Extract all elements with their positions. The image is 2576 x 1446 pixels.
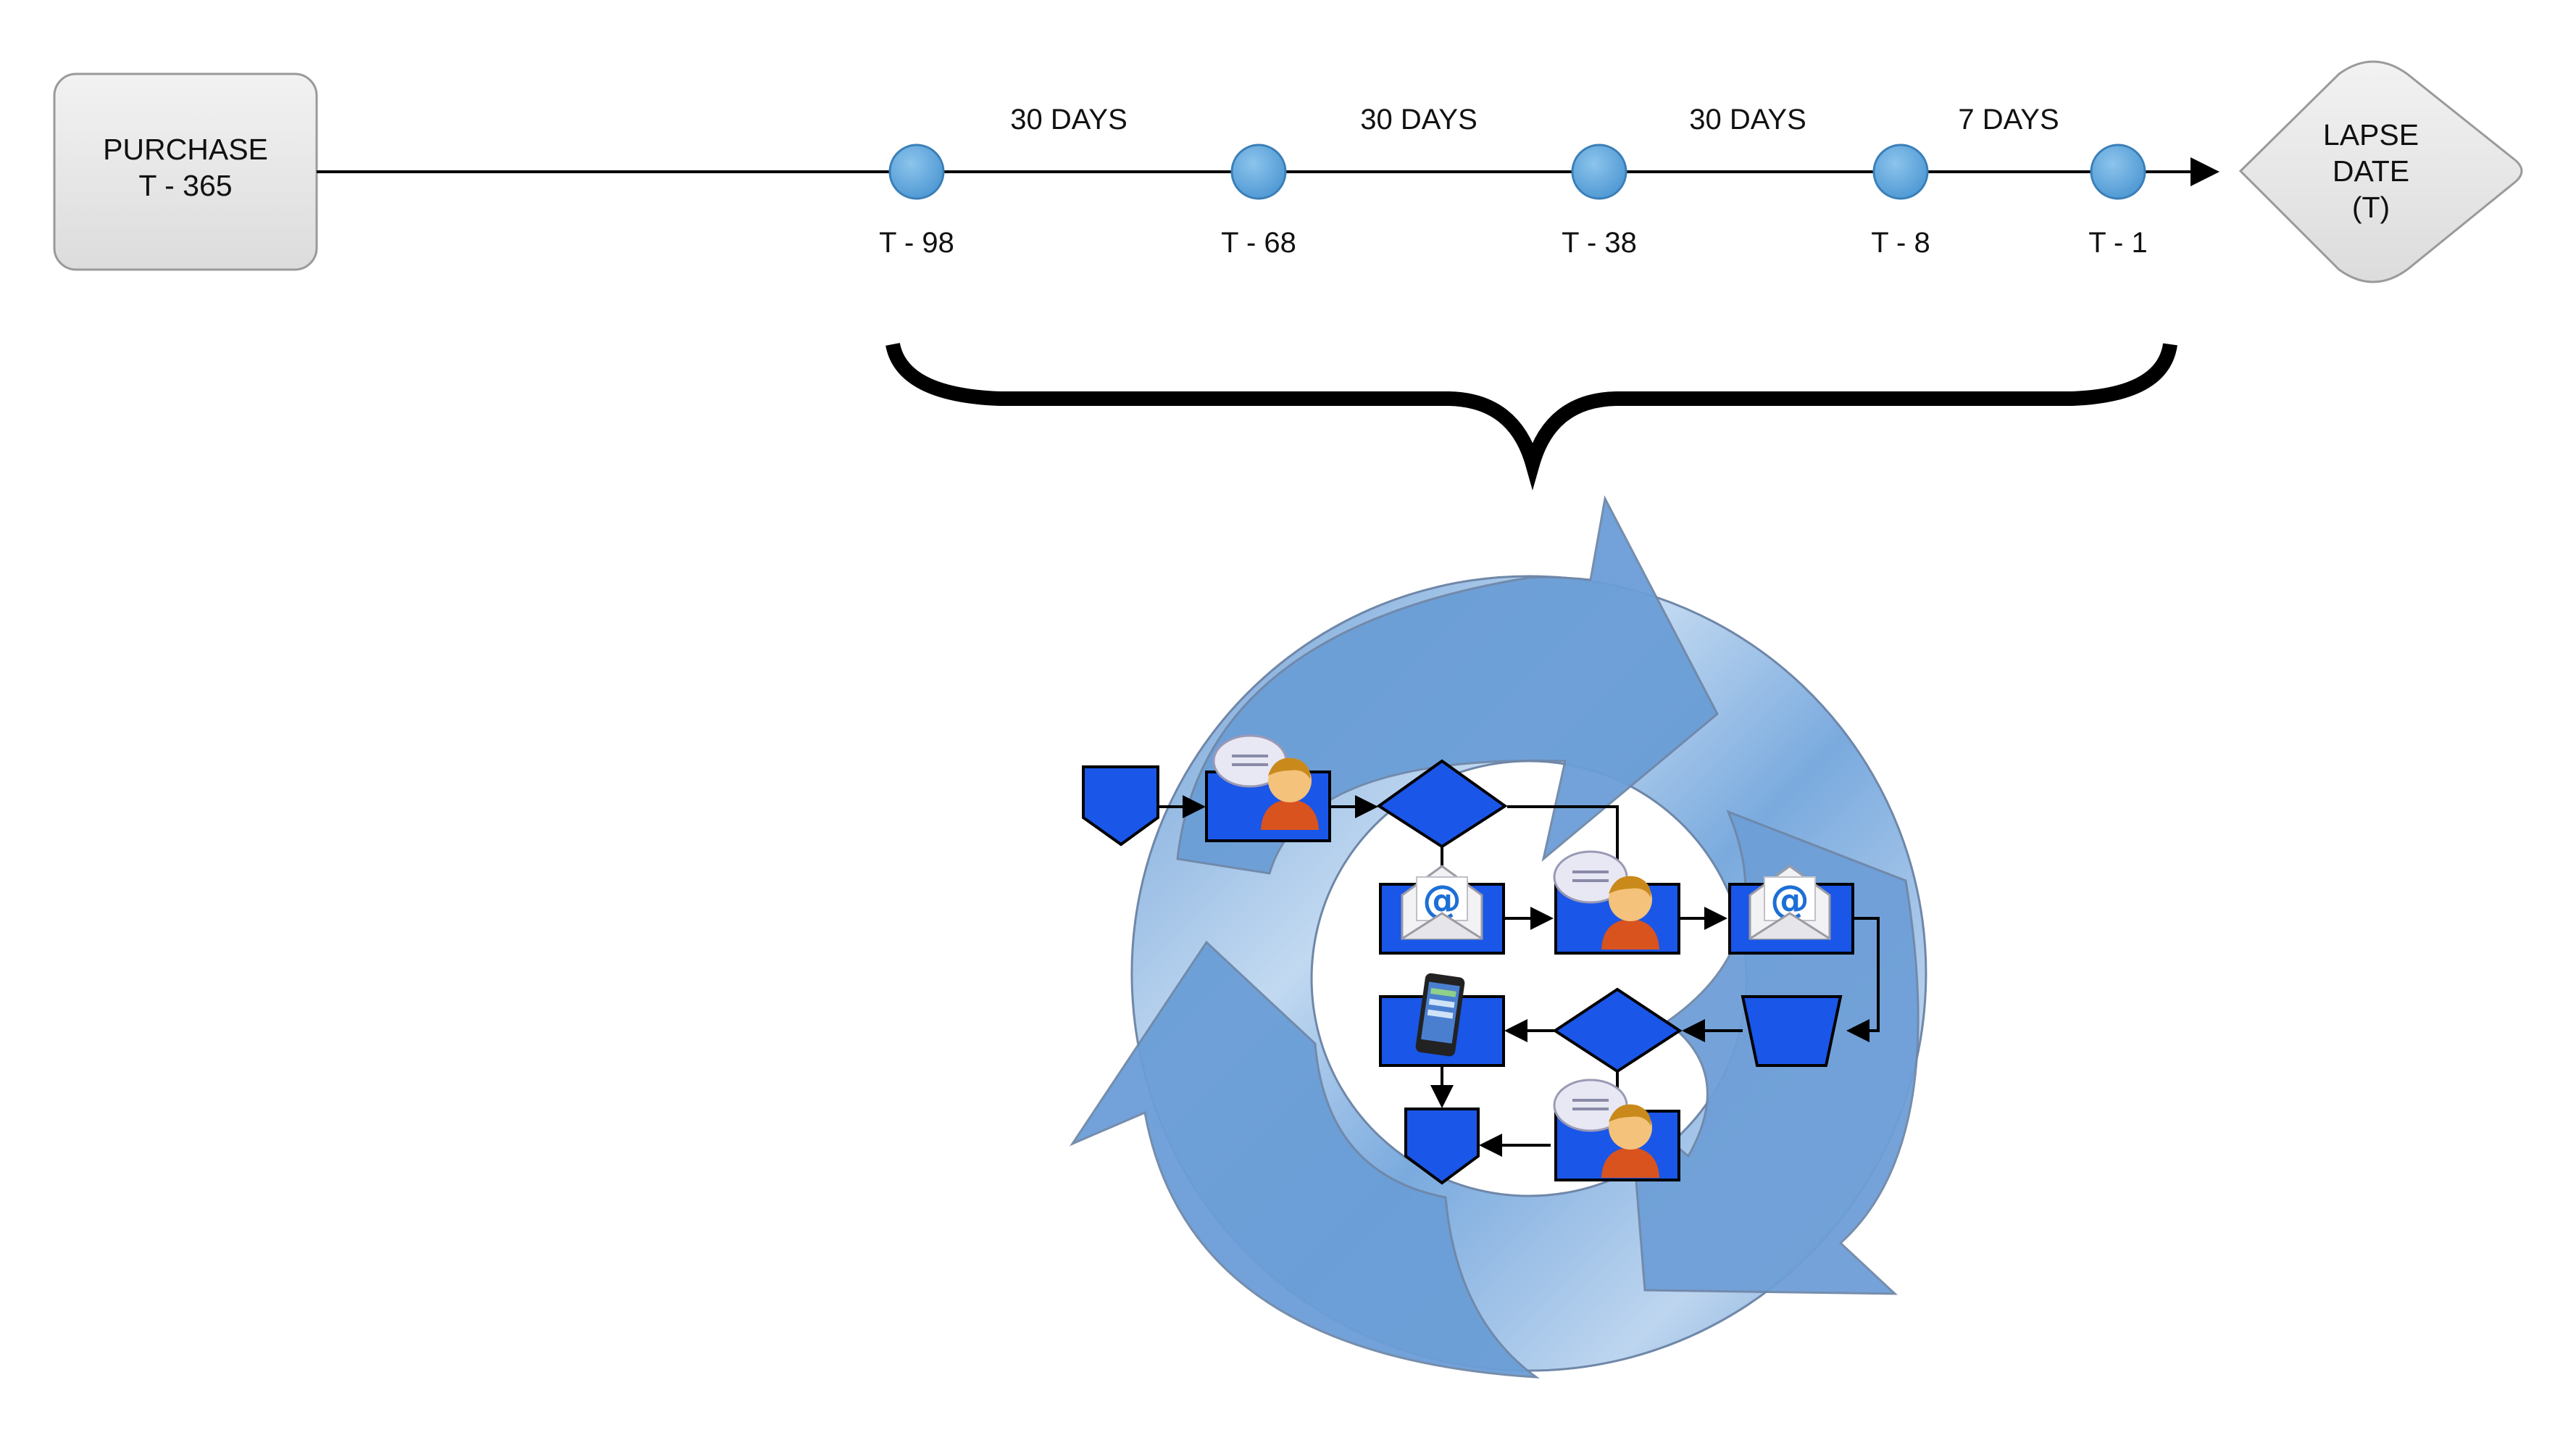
milestone-t8: T - 8 (1871, 144, 1930, 259)
milestone-label: T - 1 (2088, 227, 2148, 259)
milestone-t98: T - 98 (879, 144, 954, 259)
interval-label: 30 DAYS (1360, 104, 1477, 136)
milestone-dot (1872, 144, 1929, 200)
decision-diamond (1376, 759, 1508, 849)
milestone-label: T - 98 (879, 227, 954, 259)
milestone-t38: T - 38 (1562, 144, 1637, 259)
milestone-dot (1230, 144, 1287, 200)
interval-label: 30 DAYS (1689, 104, 1806, 136)
timeline: PURCHASE T - 365 LAPSE DATE (T) T - 98 T… (53, 60, 2523, 283)
interval-label: 7 DAYS (1958, 104, 2059, 136)
decision-diamond (1552, 987, 1683, 1073)
email-icon: @ (1748, 865, 1831, 940)
milestone-dot (1571, 144, 1627, 200)
start-pentagon (1082, 765, 1159, 847)
milestone-dot (2090, 144, 2146, 200)
manual-op-trapezoid (1741, 995, 1843, 1067)
milestone-label: T - 68 (1221, 227, 1296, 259)
curly-brace (885, 342, 2177, 491)
purchase-label-line2: T - 365 (138, 169, 232, 202)
lapse-label-line3: (T) (2352, 191, 2390, 224)
email-icon: @ (1401, 865, 1483, 940)
end-pentagon (1404, 1108, 1480, 1185)
lapse-label-line2: DATE (2333, 154, 2409, 188)
milestone-label: T - 38 (1562, 227, 1637, 259)
chat-person-icon (1212, 734, 1319, 830)
chat-person-icon (1553, 1079, 1659, 1178)
interval-label: 30 DAYS (1010, 104, 1127, 136)
cycle-arrow-left (1069, 940, 1541, 1379)
purchase-label-line1: PURCHASE (103, 133, 268, 166)
milestone-t68: T - 68 (1221, 144, 1296, 259)
lapse-label-line1: LAPSE (2323, 118, 2419, 151)
lapse-shape (2238, 60, 2523, 283)
connector (1846, 917, 1880, 1042)
mobile-phone-icon (1415, 973, 1465, 1057)
milestone-label: T - 8 (1871, 227, 1930, 259)
chat-person-icon (1553, 850, 1659, 950)
milestone-dot (888, 144, 945, 200)
milestone-t1: T - 1 (2088, 144, 2148, 259)
